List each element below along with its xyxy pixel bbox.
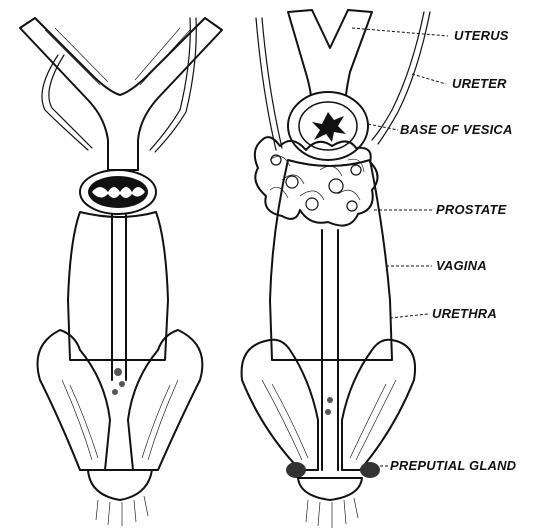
left-preputial-lobe-l [38,330,111,470]
leader-urethra [390,314,428,318]
right-ureter-r [372,12,424,140]
label-urethra: URETHRA [432,306,497,321]
label-vagina: VAGINA [436,258,487,273]
label-uterus: UTERUS [454,28,509,43]
right-ureter-l [256,18,276,150]
label-base-of-vesica: BASE OF VESICA [400,122,513,137]
label-prostate: PROSTATE [436,202,507,217]
leader-ureter [412,74,446,84]
left-specimen [20,18,222,526]
label-ureter: URETER [452,76,507,91]
left-ureter-l [42,55,88,150]
left-vagina-body [68,212,168,360]
label-preputial-gland: PREPUTIAL GLAND [390,458,517,473]
left-uterus-horns [20,18,222,170]
right-specimen [242,10,430,528]
